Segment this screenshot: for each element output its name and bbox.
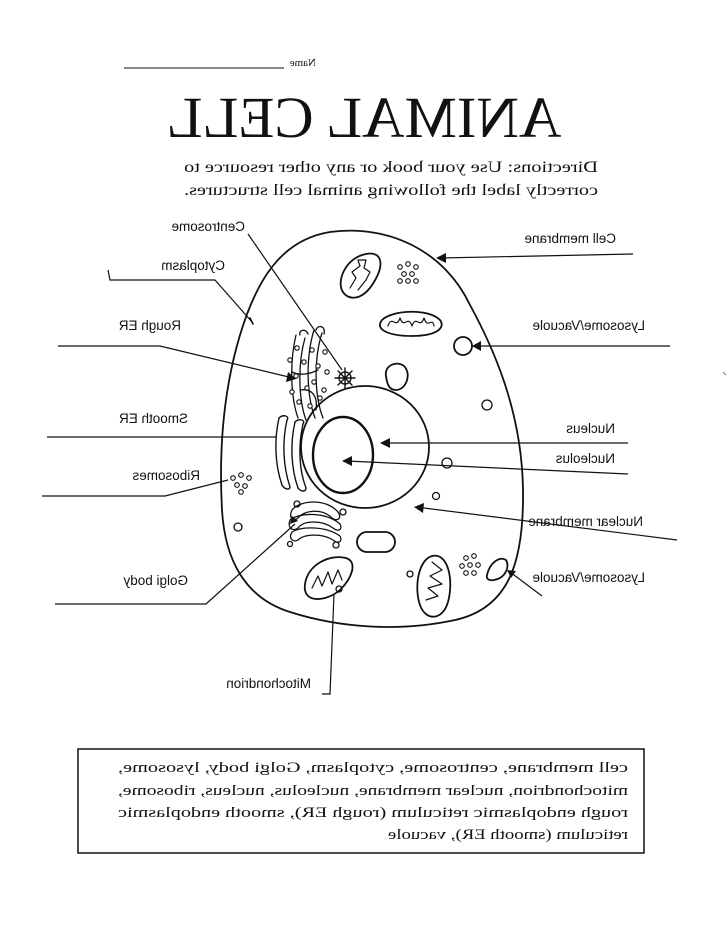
arrowhead-rough-er: [286, 372, 296, 382]
leader-arrowheads: [286, 253, 516, 578]
label-centrosome: Centrosome: [171, 219, 245, 234]
arrowhead-cell-membrane: [436, 253, 446, 263]
smooth-er: [275, 415, 307, 492]
label-golgi-body: Golgi body: [123, 573, 188, 588]
label-cell-membrane: Cell membrane: [524, 231, 616, 246]
golgi-body-shape: [286, 500, 347, 549]
arrowhead-nucleus: [380, 438, 390, 448]
label-smooth-er: Smooth ER: [119, 411, 188, 426]
leader-lines: [42, 233, 678, 695]
leader-rough-er: [58, 345, 294, 379]
mitochondrion-right: [379, 310, 443, 337]
leader-cytoplasm: [107, 269, 253, 323]
ribosome-cluster-lower-right: [459, 553, 481, 576]
ribosome-cluster-upper-right: [397, 261, 419, 284]
leader-cell-membrane: [439, 253, 634, 259]
rough-er-stack: [291, 325, 325, 421]
arrowhead-golgi: [290, 516, 298, 524]
word-bank-line-2: mitochondrion, nuclear membrane, nucleol…: [118, 783, 628, 799]
word-bank-box: [77, 748, 645, 854]
vacuole-oblong: [356, 531, 396, 553]
label-nuclear-membrane: Nuclear membrane: [528, 514, 643, 529]
ribosome-cluster: [230, 472, 252, 495]
mitochondrion-lower-right: [416, 554, 452, 618]
mitochondrion-bottom: [304, 556, 354, 600]
label-lysosome-vacuole-top: Lysosome/Vacuole: [532, 318, 645, 333]
vacuole-bottom: [485, 557, 509, 582]
arrowhead-lysosome-bottom: [507, 570, 516, 578]
label-ribosomes: Ribosomes: [132, 468, 200, 483]
small-vesicles: [233, 399, 493, 593]
rough-er-ribosomes: [287, 345, 330, 409]
mitochondrion-top: [339, 252, 382, 299]
label-nucleus: Nucleus: [566, 421, 615, 436]
directions-line-1: Directions: Use your book or any other r…: [184, 159, 598, 176]
label-cytoplasm: Cytoplasm: [161, 258, 225, 273]
centrosome-shape: [334, 367, 356, 389]
label-mitochondrion: Mitochondrion: [226, 676, 311, 691]
arrowhead-nucleolus: [342, 456, 352, 466]
arrowhead-nuclear-membrane: [414, 503, 424, 513]
nucleus-outline: [300, 385, 430, 509]
leader-nuclear-membrane: [415, 506, 678, 541]
word-bank-line-1: cell membrane, centrosome, cytoplasm, Go…: [118, 760, 628, 776]
cell-diagram: [220, 229, 524, 628]
name-label: Name: [290, 57, 316, 69]
directions-line-2: correctly label the following animal cel…: [184, 182, 598, 199]
label-nucleolus: Nucleolus: [555, 451, 615, 466]
leader-mitochondrion: [322, 593, 335, 695]
lysosome-top: [453, 336, 473, 356]
page-title: ANIMAL CELL: [167, 85, 562, 150]
nucleolus-shape: [311, 415, 375, 495]
cell-membrane-outline: [220, 229, 524, 628]
leader-ribosomes: [42, 479, 229, 497]
leader-lysosome-vacuole-bottom: [509, 571, 543, 597]
leader-nucleolus: [345, 460, 629, 475]
margin-mark: [722, 371, 727, 376]
label-lysosome-vacuole-bottom: Lysosome/Vacuole: [532, 570, 645, 585]
label-rough-er: Rough ER: [118, 318, 181, 333]
word-bank-line-3: rough endoplasmic reticulum (rough ER), …: [118, 805, 628, 821]
word-bank-line-4: reticulum (smooth ER), vacuole: [388, 827, 628, 843]
leader-centrosome: [247, 233, 343, 371]
vacuole-mid: [384, 362, 409, 391]
arrowhead-lysosome-top: [472, 341, 481, 351]
leader-golgi-body: [55, 523, 296, 605]
